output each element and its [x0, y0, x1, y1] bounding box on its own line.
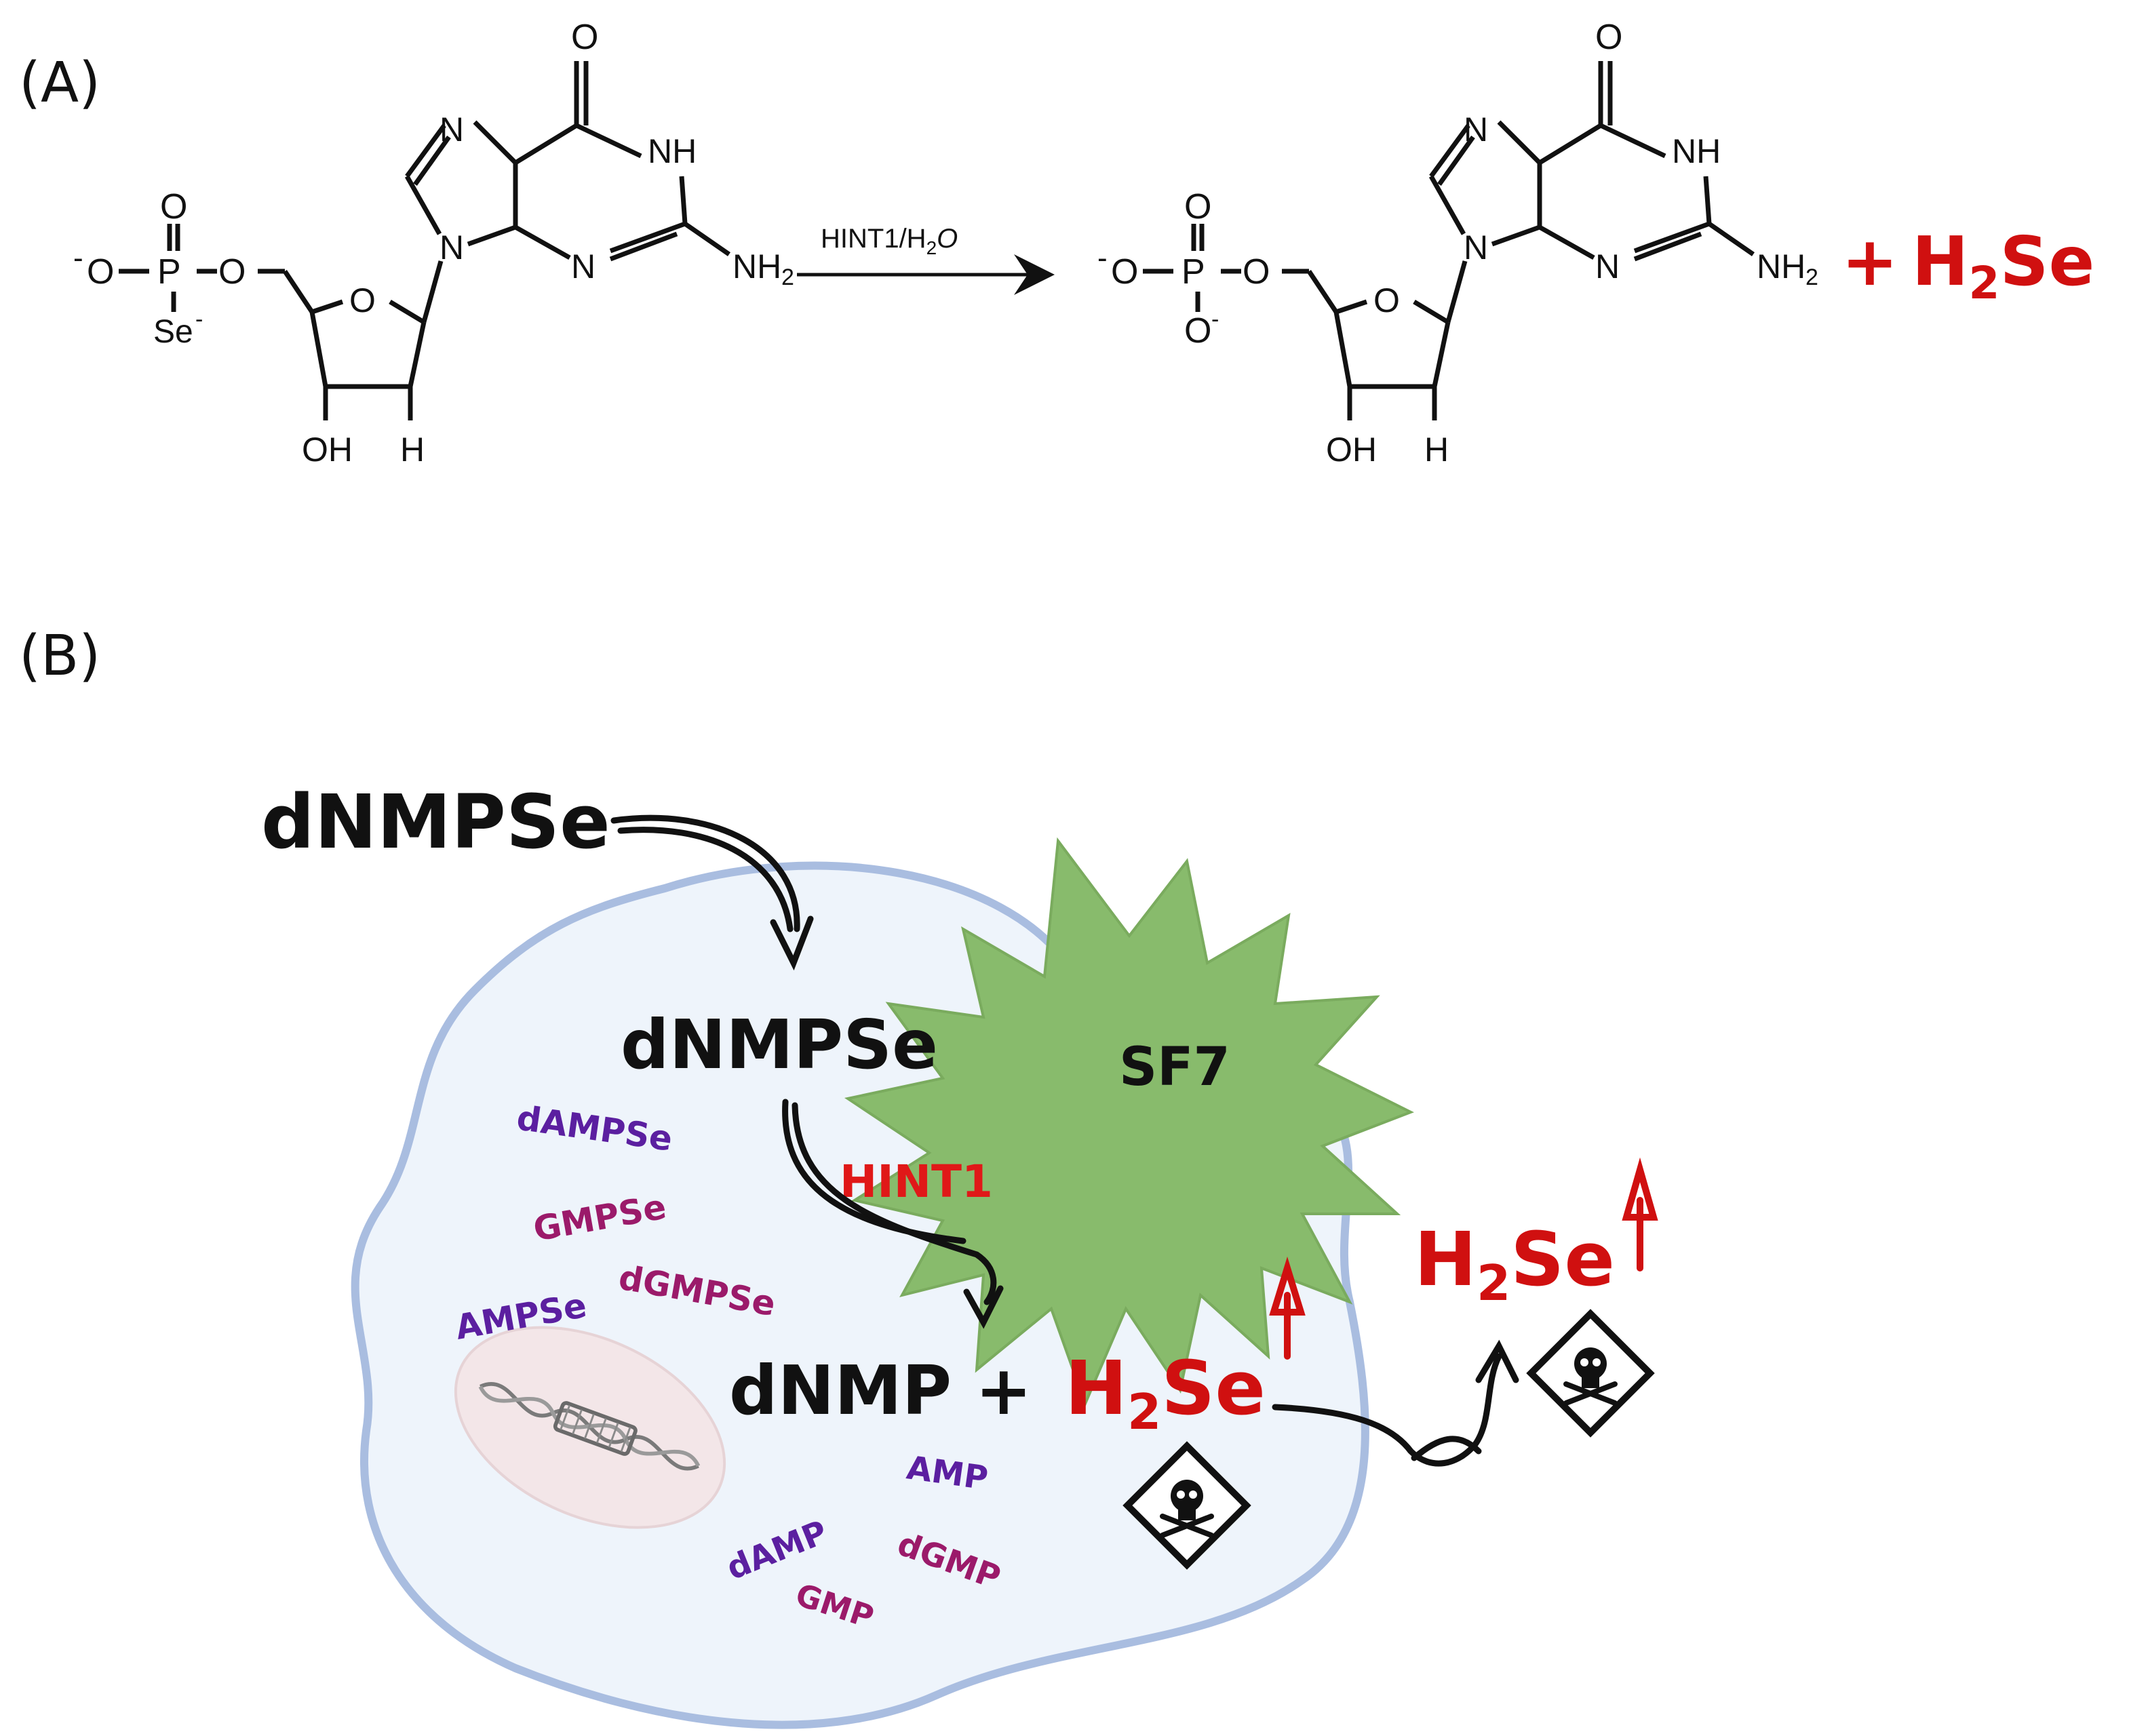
svg-text:O: O: [218, 252, 246, 292]
svg-text:Se: Se: [153, 314, 193, 350]
svg-text:OH: OH: [302, 431, 353, 469]
svg-text:N: N: [571, 248, 595, 285]
product-atom-labels: O NH NH 2 N N N O OH H - O P O O O -: [1097, 18, 1818, 469]
h2se-outside-label: H2Se: [1414, 1216, 1615, 1311]
svg-text:N: N: [440, 111, 464, 149]
svg-text:N: N: [440, 229, 464, 267]
gas-release-arrow-outside: [1622, 1157, 1658, 1271]
reaction-arrow-label: HINT1/H2O: [821, 224, 958, 258]
dnmpse-outside-label: dNMPSe: [261, 778, 610, 865]
efflux-arrow: [1272, 1339, 1519, 1467]
svg-text:O: O: [571, 18, 598, 57]
svg-text:2: 2: [781, 264, 794, 290]
svg-text:-: -: [1097, 241, 1108, 275]
skull-crossbones-icon: [1531, 1314, 1649, 1432]
svg-text:NH: NH: [733, 248, 781, 285]
svg-text:N: N: [1464, 111, 1488, 149]
svg-text:O: O: [1184, 311, 1211, 351]
svg-text:N: N: [1595, 248, 1620, 285]
dnmp-plus-label: dNMP +: [729, 1351, 1032, 1430]
byproduct-h2se: +H2Se: [1841, 222, 2094, 309]
svg-text:NH: NH: [1672, 132, 1721, 170]
svg-text:P: P: [1181, 252, 1205, 292]
svg-text:O: O: [160, 187, 187, 226]
svg-text:O: O: [1373, 281, 1400, 319]
svg-text:O: O: [1243, 252, 1270, 292]
reactant-atom-labels: O NH NH 2 N N N O OH H - O P O O Se -: [73, 18, 794, 469]
svg-text:-: -: [195, 307, 203, 332]
svg-text:NH: NH: [1757, 248, 1805, 285]
svg-text:O: O: [349, 281, 376, 319]
svg-text:N: N: [1464, 229, 1488, 267]
h2se-inside-label: H2Se: [1065, 1345, 1266, 1440]
hydrolysis-arrow: [782, 1099, 1004, 1329]
svg-text:-: -: [73, 241, 83, 275]
reactant-gmpse-structure: [119, 61, 730, 420]
svg-text:NH: NH: [648, 132, 697, 170]
hint1-label: HINT1: [840, 1156, 993, 1208]
svg-text:-: -: [1211, 307, 1219, 332]
svg-text:O: O: [1595, 18, 1622, 57]
svg-text:2: 2: [1805, 264, 1818, 290]
sf7-label: SF7: [1119, 1037, 1230, 1098]
panel-a-label: (A): [19, 51, 100, 115]
svg-text:O: O: [1184, 187, 1211, 226]
svg-text:OH: OH: [1326, 431, 1377, 469]
uptake-arrow: [610, 814, 814, 971]
svg-text:O: O: [1111, 252, 1138, 292]
product-gmp-structure: [1143, 61, 1755, 420]
svg-text:H: H: [1424, 431, 1449, 469]
svg-text:O: O: [87, 252, 114, 292]
dnmpse-inside-label: dNMPSe: [621, 1005, 938, 1084]
gas-release-arrow-inside: [1269, 1256, 1306, 1360]
panel-b-label: (B): [19, 624, 100, 688]
svg-text:H: H: [400, 431, 425, 469]
svg-text:P: P: [157, 252, 181, 292]
